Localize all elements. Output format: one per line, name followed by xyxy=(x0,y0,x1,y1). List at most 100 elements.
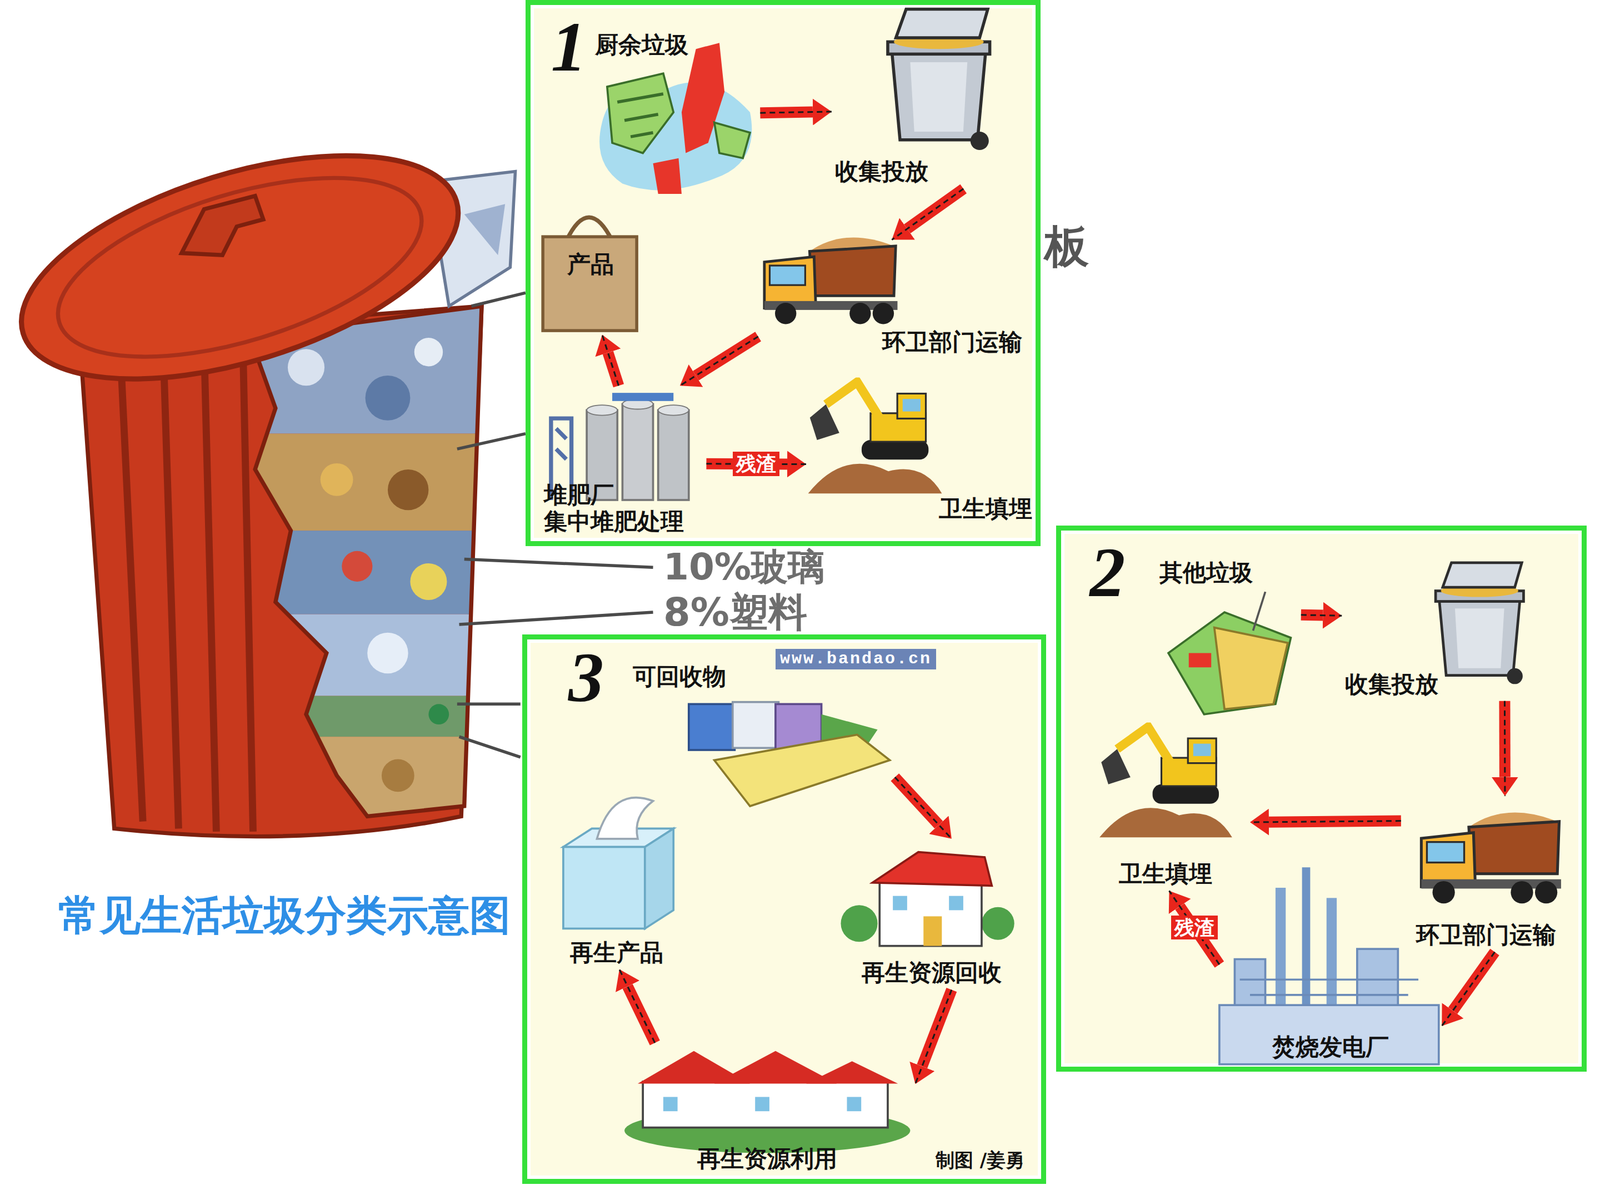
garbage-layers xyxy=(387,469,429,510)
incineration-plant xyxy=(1219,867,1439,1064)
caption-anchor: 常见生活垃圾分类示意图 xyxy=(58,892,511,938)
lid-ring xyxy=(37,141,442,393)
can-ridges xyxy=(163,348,179,829)
incineration-plant xyxy=(1219,1005,1439,1065)
recycling-station xyxy=(872,852,992,887)
can-lid xyxy=(0,111,484,424)
flow-dash-line xyxy=(1441,952,1495,1027)
recycling-station xyxy=(840,905,878,942)
compost-plant xyxy=(586,410,618,500)
sanitation-truck xyxy=(1421,812,1562,904)
landfill-excavator xyxy=(1099,726,1233,838)
flow-dash-line xyxy=(895,777,952,839)
food-waste-icon xyxy=(599,42,752,194)
landfill-excavator xyxy=(808,382,943,494)
recyclables-icon xyxy=(732,702,779,749)
paper-waste xyxy=(464,203,505,255)
label-anchor: 8%塑料 xyxy=(663,591,808,634)
leader-lines xyxy=(457,702,521,707)
step-label: 环卫部门运输 xyxy=(882,328,1023,356)
recycling-station xyxy=(981,907,1015,940)
other-waste-icon xyxy=(1214,627,1288,710)
edge-label: 残渣 xyxy=(732,451,780,476)
can-ridges xyxy=(203,345,217,832)
label-anchor: www.bandao.cn xyxy=(775,648,937,670)
compost-plant xyxy=(586,405,618,415)
garbage-layers xyxy=(245,614,490,697)
garbage-layers xyxy=(410,563,447,600)
garbage-layers xyxy=(381,759,415,793)
leader-lines xyxy=(459,736,521,758)
garbage-layers xyxy=(365,375,411,421)
step-label: 堆肥厂 集中堆肥处理 xyxy=(543,481,703,536)
garbage-layers xyxy=(245,296,490,829)
connectors xyxy=(602,111,1505,1084)
panel-number: 3 xyxy=(568,641,604,713)
recycled-product xyxy=(563,846,645,929)
label-anchor: 制图 /姜勇 xyxy=(935,1150,1025,1171)
step-label: 焚烧发电厂 xyxy=(1272,1033,1389,1061)
recycled-product xyxy=(563,797,674,929)
edge-label: 残渣 xyxy=(1171,915,1218,940)
collection-bin xyxy=(887,9,990,150)
recycled-product xyxy=(645,828,674,929)
recycling-plant xyxy=(624,1051,910,1154)
panel-number: 1 xyxy=(551,11,587,83)
recycled-product xyxy=(596,797,653,839)
flow-dash-line xyxy=(680,336,759,387)
compost-plant xyxy=(658,405,689,415)
recycling-plant xyxy=(642,1081,888,1128)
leader-lines xyxy=(457,433,526,450)
flow-dash-line xyxy=(1250,821,1402,823)
step-label: 再生产品 xyxy=(570,939,664,967)
flow-dash-line xyxy=(1503,701,1507,797)
step-label: 环卫部门运输 xyxy=(1416,921,1557,949)
trash-can xyxy=(0,111,516,837)
recycling-plant xyxy=(755,1096,770,1112)
leader-lines xyxy=(471,292,526,307)
compost-plant xyxy=(622,403,653,500)
label-anchor: 10%玻璃 xyxy=(663,547,825,588)
step-label: 收集投放 xyxy=(1345,671,1439,698)
step-label: 厨余垃圾 xyxy=(595,31,689,59)
garbage-layers xyxy=(245,696,490,737)
other-waste-icon xyxy=(1253,591,1266,631)
other-waste-icon xyxy=(1188,653,1212,668)
percentage-label: 10%玻璃 xyxy=(663,547,825,588)
other-waste-icon xyxy=(1168,591,1291,714)
step-label: 再生资源回收 xyxy=(861,959,1002,987)
recycling-station xyxy=(948,896,964,911)
can-ridges xyxy=(120,352,143,822)
incineration-plant xyxy=(1240,979,1419,995)
flow-arrow xyxy=(760,112,813,114)
step-label: 产品 xyxy=(567,251,614,278)
panel-number: 2 xyxy=(1089,536,1125,608)
recycling-station xyxy=(840,852,1014,947)
credit-note: 制图 /姜勇 xyxy=(935,1150,1025,1171)
step-label: 其他垃圾 xyxy=(1159,559,1253,587)
recycling-station xyxy=(923,916,942,946)
recycling-plant xyxy=(806,1061,898,1084)
collection-bin xyxy=(1435,562,1524,685)
callout-text: 板 xyxy=(1044,222,1089,272)
sanitation-truck xyxy=(764,237,898,324)
edge-label-anchor: 残渣 xyxy=(732,451,780,476)
flow-dash-line xyxy=(602,334,619,386)
edge-label-anchor: 残渣 xyxy=(1171,915,1218,940)
step-label: 再生资源利用 xyxy=(697,1145,838,1173)
recycling-plant xyxy=(846,1096,862,1112)
food-waste-icon xyxy=(607,73,674,153)
label-anchor: 板 xyxy=(1044,222,1089,272)
food-waste-icon xyxy=(714,122,750,158)
lid-handle xyxy=(181,196,264,256)
cutaway-edge xyxy=(250,306,482,817)
garbage-layers xyxy=(428,703,449,725)
compost-plant xyxy=(551,418,572,500)
flow-dash-line xyxy=(915,990,952,1085)
compost-plant xyxy=(612,392,674,402)
recyclables-icon xyxy=(688,702,890,807)
watermark: www.bandao.cn xyxy=(775,648,937,670)
garbage-layers xyxy=(341,551,373,582)
flow-dash-line xyxy=(760,111,832,113)
step-label: 收集投放 xyxy=(835,158,929,185)
